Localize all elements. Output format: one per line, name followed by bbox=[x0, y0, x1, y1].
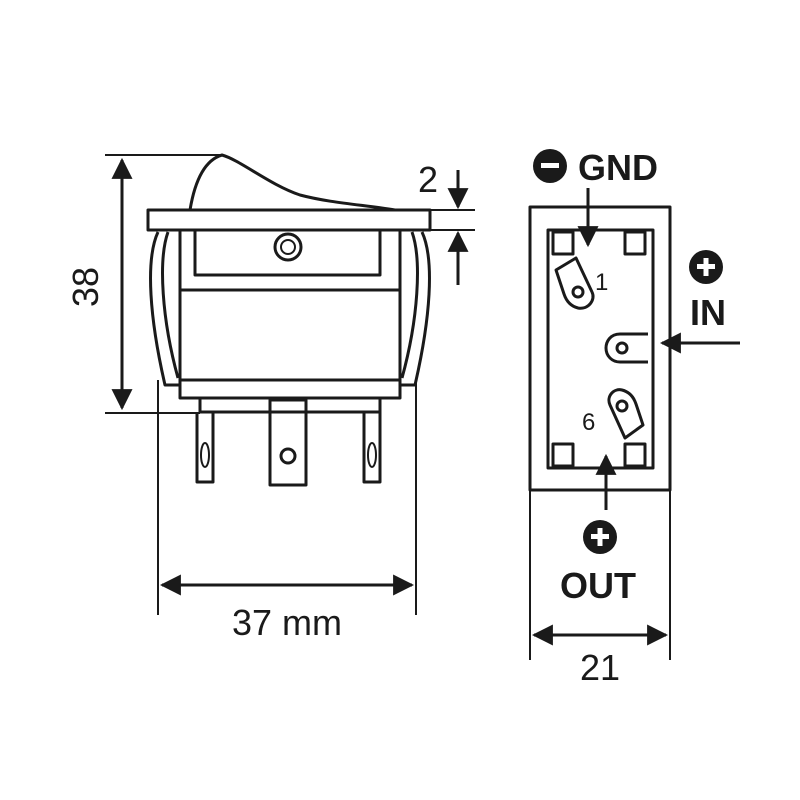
pin-6-label: 6 bbox=[582, 409, 595, 436]
terminal-center bbox=[268, 398, 308, 487]
tab-terminal-middle-hole bbox=[615, 341, 629, 355]
tab-terminal-1 bbox=[554, 256, 595, 310]
terminal-right bbox=[362, 412, 382, 484]
plus-icon-out-v bbox=[597, 528, 603, 546]
minus-icon-bar bbox=[541, 163, 559, 168]
base-step bbox=[198, 398, 382, 414]
right-clip bbox=[400, 231, 431, 387]
rocker-actuator bbox=[188, 153, 396, 212]
out-connection: OUT bbox=[560, 453, 636, 606]
corner-pad-bl bbox=[551, 442, 575, 468]
tab-terminal-1-hole bbox=[571, 285, 585, 299]
flange bbox=[146, 208, 432, 232]
thickness-dim-label: 2 bbox=[418, 159, 438, 200]
terminal-right-hole bbox=[367, 442, 377, 468]
corner-pad-br bbox=[623, 442, 647, 468]
in-connection: IN bbox=[659, 250, 740, 354]
switch-base bbox=[178, 380, 402, 400]
plus-icon-in-v bbox=[703, 258, 709, 276]
side-dimensions: 21 bbox=[529, 490, 671, 688]
corner-pad-tl bbox=[551, 230, 575, 256]
terminal-left bbox=[195, 412, 215, 484]
switch-body bbox=[178, 228, 402, 382]
out-label: OUT bbox=[560, 565, 636, 606]
indicator-lamp-inner bbox=[280, 239, 296, 255]
gnd-connection: GND bbox=[533, 147, 658, 248]
terminal-center-hole bbox=[279, 447, 297, 465]
front-view bbox=[146, 153, 432, 487]
gnd-label: GND bbox=[578, 147, 658, 188]
side-outline bbox=[528, 205, 672, 492]
height-dim-label: 38 bbox=[65, 267, 106, 307]
side-width-label: 21 bbox=[580, 647, 620, 688]
tab-terminal-middle bbox=[604, 332, 648, 364]
front-dimensions: 38 2 37 mm bbox=[65, 154, 475, 643]
terminal-left-hole bbox=[200, 442, 210, 468]
width-dim-label: 37 mm bbox=[232, 602, 342, 643]
pin-1-label: 1 bbox=[595, 269, 608, 296]
corner-pad-tr bbox=[623, 230, 647, 256]
tab-terminal-6 bbox=[607, 388, 645, 440]
indicator-window bbox=[193, 228, 382, 277]
in-label: IN bbox=[690, 292, 726, 333]
tab-terminal-6-hole bbox=[615, 399, 629, 413]
indicator-lamp bbox=[273, 232, 303, 262]
left-clip bbox=[149, 231, 180, 387]
side-view: 1 6 bbox=[528, 205, 672, 492]
